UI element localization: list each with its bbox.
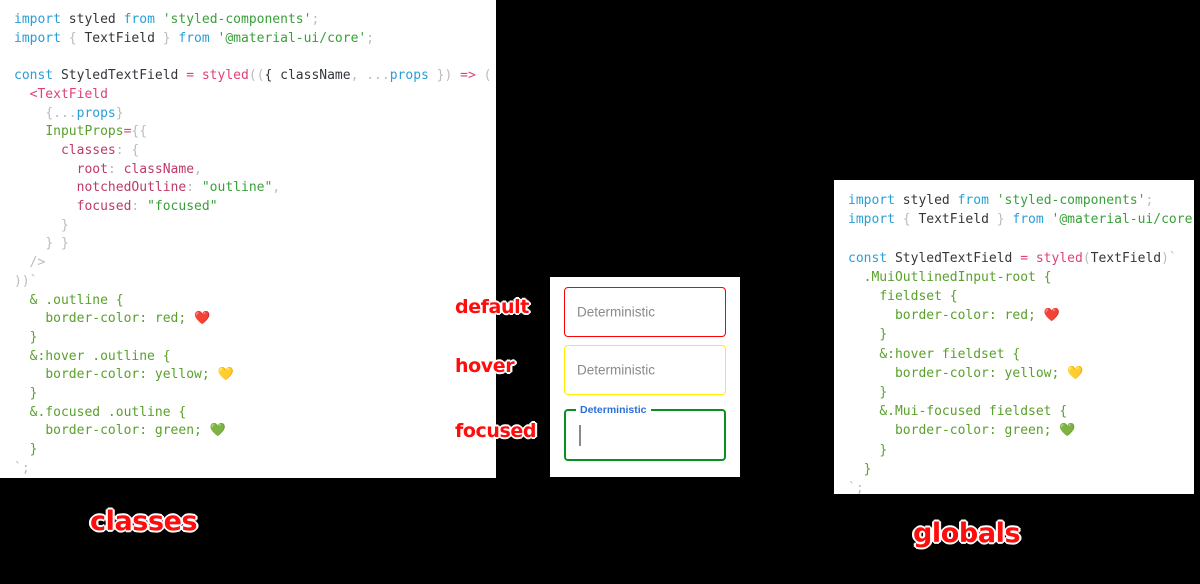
code-line: .MuiOutlinedInput-root { <box>863 269 1052 285</box>
code-line: } <box>29 442 38 458</box>
code-line: const StyledTextField = styled(TextField… <box>848 250 1177 266</box>
caption-globals: globals <box>913 518 1021 549</box>
code-line: const StyledTextField = styled(({ classN… <box>14 68 492 84</box>
caption-default: default <box>455 296 529 318</box>
code-panel-classes: import styled from 'styled-components'; i… <box>0 0 496 478</box>
code-line: border-color: green; 💚 <box>894 423 1076 439</box>
code-line: classes: { <box>60 142 140 158</box>
textfield-hover-label: Deterministic <box>577 362 656 378</box>
code-line: border-color: red; ❤️ <box>45 311 211 327</box>
code-line: root: className, <box>76 161 202 177</box>
textfield-hover[interactable]: Deterministic <box>564 345 726 395</box>
code-line: `; <box>14 460 30 476</box>
code-block-classes: import styled from 'styled-components'; i… <box>14 11 496 478</box>
code-line: } } <box>45 236 69 252</box>
textfield-demo-card: Deterministic Deterministic Deterministi… <box>550 277 740 477</box>
code-line: fieldset { <box>879 289 958 305</box>
textfield-focused-floating-label: Deterministic <box>576 404 651 416</box>
code-line: &:hover fieldset { <box>879 346 1021 362</box>
code-line <box>14 48 496 67</box>
code-line: focused: "focused" <box>76 199 218 215</box>
code-line: notchedOutline: "outline", <box>76 180 281 196</box>
code-panel-globals: import styled from 'styled-components'; i… <box>834 180 1194 494</box>
code-line: {...props} <box>45 105 124 121</box>
code-line: & .outline { <box>29 292 124 308</box>
code-line: border-color: green; 💚 <box>45 423 226 439</box>
code-block-globals: import styled from 'styled-components'; i… <box>848 191 1194 494</box>
code-line: border-color: red; ❤️ <box>894 308 1060 324</box>
caption-classes: classes <box>90 506 198 537</box>
code-line: } <box>879 327 888 343</box>
code-line: <TextField <box>29 86 108 102</box>
code-line: } <box>879 385 888 401</box>
caption-hover: hover <box>455 355 515 377</box>
caption-focused: focused <box>455 420 537 442</box>
code-line <box>848 229 1194 248</box>
code-line: } <box>879 442 888 458</box>
code-line: border-color: yellow; 💛 <box>45 367 234 383</box>
text-cursor-icon <box>579 425 581 446</box>
code-line: } <box>60 217 69 233</box>
textfield-focused[interactable]: Deterministic <box>564 404 726 461</box>
code-line: } <box>29 386 38 402</box>
code-line: &:hover .outline { <box>29 348 171 364</box>
code-line: } <box>29 329 38 345</box>
code-line: border-color: yellow; 💛 <box>894 365 1084 381</box>
code-line: /> <box>29 255 46 271</box>
code-line: InputProps={{ <box>45 124 148 140</box>
code-line: ))` <box>14 273 38 289</box>
code-line: } <box>863 461 872 477</box>
code-line: import { TextField } from '@material-ui/… <box>14 30 375 46</box>
code-line: `; <box>848 481 864 494</box>
code-line: &.focused .outline { <box>29 404 187 420</box>
code-line: &.Mui-focused fieldset { <box>879 404 1068 420</box>
textfield-default[interactable]: Deterministic <box>564 287 726 337</box>
code-line: import styled from 'styled-components'; <box>14 12 320 27</box>
textfield-default-label: Deterministic <box>577 304 656 320</box>
code-line: import { TextField } from '@material-ui/… <box>848 212 1194 228</box>
code-line: import styled from 'styled-components'; <box>848 193 1154 208</box>
